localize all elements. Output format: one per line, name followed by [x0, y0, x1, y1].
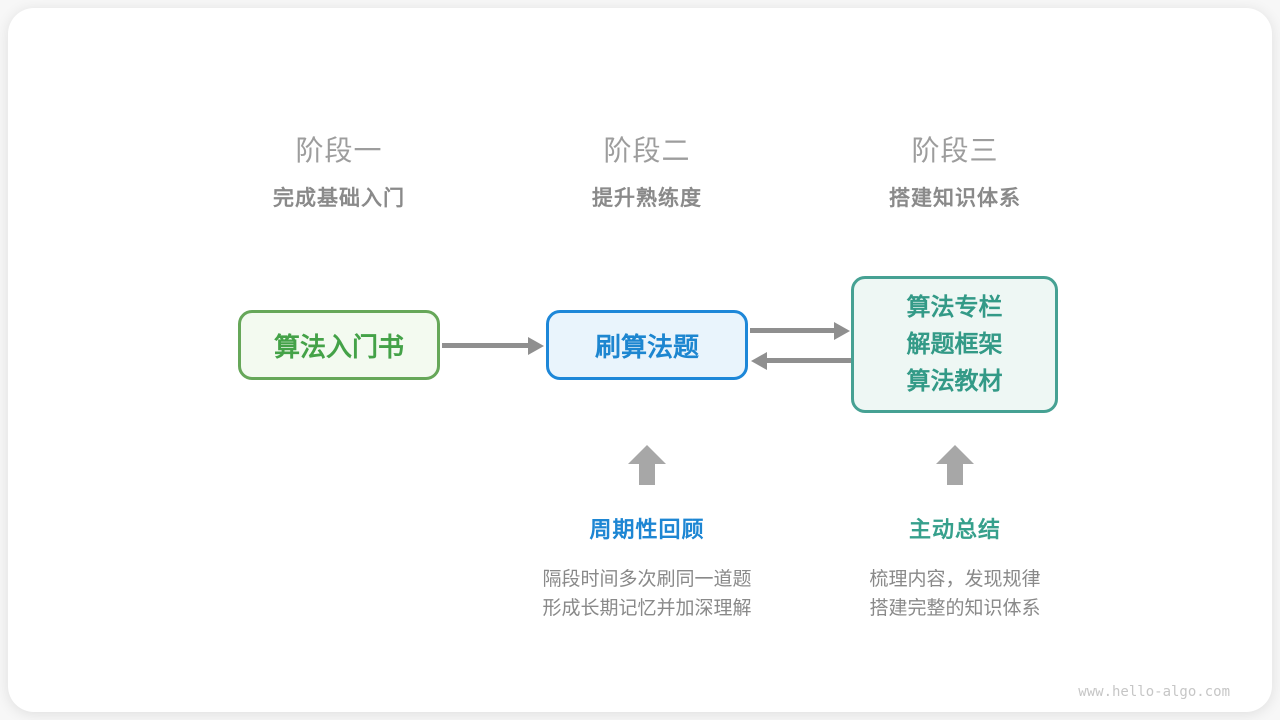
annotation-active-summary-title: 主动总结 [908, 517, 1001, 542]
node-knowledge-line-3: 算法教材 [906, 368, 1003, 395]
node-intro-book: 算法入门书 [238, 310, 440, 380]
arrow-stage2-to-stage3 [750, 328, 835, 333]
annotation-desc-line-1: 梳理内容，发现规律 [869, 569, 1041, 590]
stage-1-header: 阶段一 完成基础入门 [199, 134, 479, 212]
up-arrow-head [936, 445, 974, 464]
node-knowledge-line-1: 算法专栏 [906, 294, 1003, 321]
stage-3-subtitle: 搭建知识体系 [889, 187, 1021, 210]
stage-2-header: 阶段二 提升熟练度 [507, 134, 787, 212]
up-arrow-review-icon [628, 445, 666, 485]
stage-1-subtitle: 完成基础入门 [273, 187, 405, 210]
node-intro-book-label: 算法入门书 [273, 331, 404, 362]
annotation-periodic-review-title: 周期性回顾 [589, 517, 705, 542]
annotation-desc-line-2: 形成长期记忆并加深理解 [542, 598, 752, 619]
up-arrow-head [628, 445, 666, 464]
annotation-desc-line-1: 隔段时间多次刷同一道题 [542, 569, 752, 590]
up-arrow-stem [947, 464, 963, 485]
annotation-periodic-review-desc: 隔段时间多次刷同一道题 形成长期记忆并加深理解 [487, 565, 807, 623]
arrow-stage1-to-stage2 [442, 343, 529, 348]
node-knowledge-sources: 算法专栏 解题框架 算法教材 [851, 276, 1058, 413]
annotation-active-summary-desc: 梳理内容，发现规律 搭建完整的知识体系 [795, 565, 1115, 623]
stage-3-header: 阶段三 搭建知识体系 [815, 134, 1095, 212]
annotation-active-summary: 主动总结 梳理内容，发现规律 搭建完整的知识体系 [795, 516, 1115, 623]
node-practice-problems: 刷算法题 [546, 310, 748, 380]
up-arrow-stem [639, 464, 655, 485]
annotation-periodic-review: 周期性回顾 隔段时间多次刷同一道题 形成长期记忆并加深理解 [487, 516, 807, 623]
annotation-desc-line-2: 搭建完整的知识体系 [869, 598, 1041, 619]
watermark-url: www.hello-algo.com [1078, 684, 1230, 700]
stage-2-title: 阶段二 [603, 135, 691, 166]
diagram-card: 阶段一 完成基础入门 阶段二 提升熟练度 阶段三 搭建知识体系 算法入门书 刷算… [8, 8, 1272, 712]
stage-2-subtitle: 提升熟练度 [592, 187, 702, 210]
up-arrow-summary-icon [936, 445, 974, 485]
stage-3-title: 阶段三 [911, 135, 999, 166]
stage-1-title: 阶段一 [295, 135, 383, 166]
node-knowledge-line-2: 解题框架 [906, 331, 1003, 358]
node-practice-problems-label: 刷算法题 [594, 331, 699, 362]
arrow-stage3-to-stage2 [766, 358, 851, 363]
